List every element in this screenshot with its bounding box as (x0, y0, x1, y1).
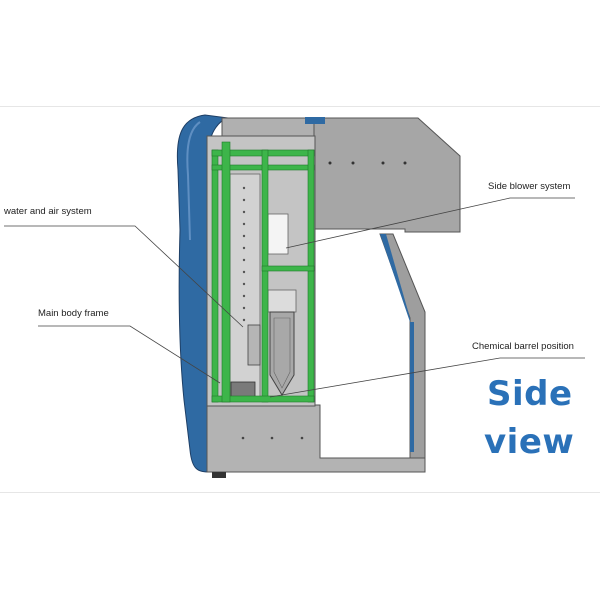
bottom-divider (0, 492, 600, 493)
leader-main-body (38, 325, 221, 384)
label-main-body-frame: Main body frame (38, 308, 109, 319)
base-block (206, 404, 426, 473)
arm-blue-stripe (380, 234, 410, 322)
label-water-air-system: water and air system (4, 206, 92, 217)
leader-chemical-barrel (269, 357, 585, 398)
arm-blue-edge (410, 322, 414, 452)
blue-badge (305, 117, 325, 124)
label-side-blower-system: Side blower system (488, 181, 571, 192)
shell-highlight (186, 121, 201, 241)
green-frame (211, 141, 315, 403)
leader-water-air (4, 225, 244, 328)
title-view: view (484, 422, 575, 462)
top-cap (221, 117, 315, 137)
base-dots (241, 436, 304, 440)
column-holes (242, 186, 246, 322)
housing-holes (328, 161, 407, 165)
leader-side-blower (285, 197, 575, 249)
leader-lines (4, 197, 585, 398)
right-arm (379, 233, 426, 460)
barrel-outline (273, 317, 291, 389)
base-foot (212, 472, 226, 478)
blower-window (267, 213, 289, 255)
barrel-window (267, 289, 297, 313)
title-side: Side (487, 374, 573, 414)
top-divider (0, 106, 600, 107)
label-chemical-barrel-position: Chemical barrel position (472, 341, 574, 352)
chemical-barrel (269, 311, 295, 396)
valve-block (247, 324, 261, 366)
